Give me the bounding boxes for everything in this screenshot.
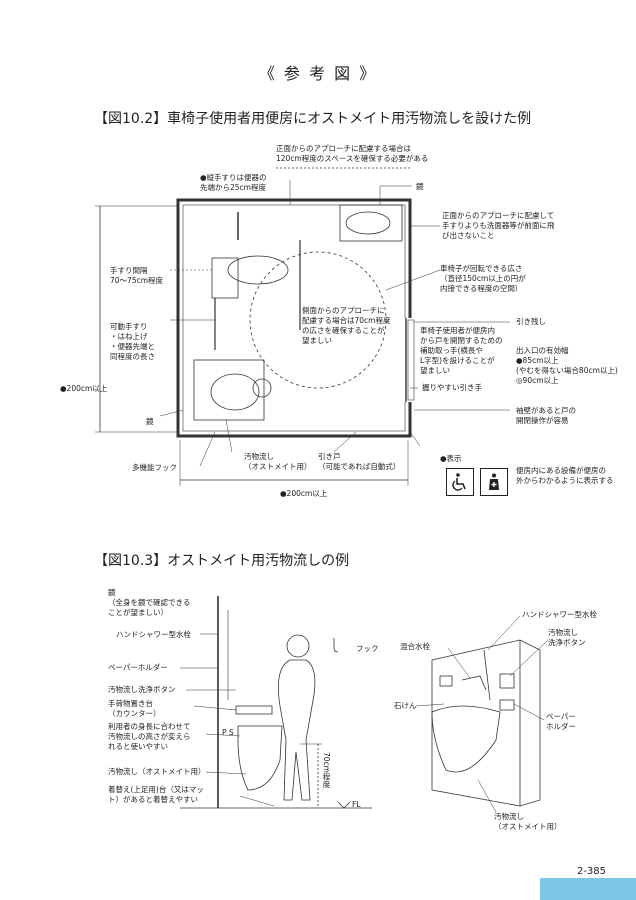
ostomate-icon [489, 473, 499, 490]
label-soap: 石けん [394, 701, 417, 710]
corner-color-bar [540, 878, 636, 900]
label-mirror-bottom: 鏡 [146, 417, 154, 426]
label-floor-level: FL [352, 800, 361, 809]
label-turn-space: 車椅子が回転できる広さ （直径150cm以上の円が 内接できる程度の空間） [440, 264, 526, 293]
label-dimension-bottom: ●200cm以上 [280, 489, 328, 498]
wheelchair-icon [452, 473, 466, 491]
elevation-drawing [180, 596, 372, 809]
ostomate-sink-elevation [237, 725, 283, 791]
floor-plan-drawing [95, 167, 510, 486]
label-mirror-top: 鏡 [416, 182, 424, 191]
label-front-rail: 正面からのアプローチに配慮して 手すりよりも洗面器等が前面に飛 び出さないこと [442, 211, 555, 240]
label-movable-rail: 可動手すり ・はね上げ ・便器先端と 同程度の長さ [110, 322, 155, 361]
label-hand-shower-right: ハンドシャワー型水栓 [522, 610, 597, 619]
wash-basin [339, 204, 403, 242]
label-sleeve-wall: 袖壁があると戸の 開閉操作が容易 [516, 406, 576, 425]
label-mixing-faucet: 混合水栓 [400, 642, 430, 651]
toilet-bowl [227, 255, 289, 285]
label-ostomate-sink-left: 汚物流し（オストメイト用） [108, 767, 206, 776]
label-luggage-shelf: 手荷物置き台 （カウンター） [108, 699, 161, 718]
label-flush-button-right: 汚物流し 洗浄ボタン [548, 628, 586, 647]
hook-elevation [333, 638, 339, 653]
ostomate-sign-icon [480, 468, 508, 496]
label-pipe-space: P S [222, 728, 234, 737]
label-height-adjust: 利用者の身長に合わせて 汚物流しの高さが変えら れると使いやすい [108, 722, 191, 751]
label-multi-hook: 多機能フック [132, 463, 177, 472]
label-changing-board: 着替え(上足用)台（又はマッ ト）があると着替えやすい [108, 785, 204, 804]
label-sliding-door: 引き戸 （可能であれば自動式） [318, 452, 401, 471]
label-ostomate-sink: 汚物流し （オストメイト用） [244, 452, 312, 471]
label-grip-handle: 握りやすい引き手 [422, 383, 482, 392]
figure-10-3-title: 【図10.3】オストメイト用汚物流しの例 [94, 553, 350, 569]
perspective-drawing [415, 615, 549, 813]
label-front-approach: 正面からのアプローチに配慮する場合は 120cm程度のスペースを確保する必要があ… [276, 144, 429, 163]
label-flush-button-left: 汚物流し洗浄ボタン [108, 685, 176, 694]
ostomate-sink-plan [210, 373, 260, 411]
turning-circle [249, 251, 387, 389]
label-pull-margin: 引き残し [516, 317, 546, 326]
label-ostomate-sink-right: 汚物流し （オストメイト用） [494, 812, 562, 831]
label-hand-shower-left: ハンドシャワー型水栓 [116, 630, 191, 639]
page-number: 2-385 [576, 866, 606, 877]
wheelchair-sign-icon [446, 468, 474, 496]
label-dimension-left: ●200cm以上 [60, 384, 108, 393]
label-height-70cm: 70cm程度 [322, 752, 331, 788]
person-body [277, 659, 316, 801]
label-vertical-rail: ●縦手すりは便器の 先端から25cm程度 [200, 173, 267, 192]
label-side-approach: 側面からのアプローチに 配慮する場合は70cm程度 の広さを確保することが 望ま… [302, 306, 391, 345]
label-door-width: 出入口の有効幅 ●85cm以上 (やむを得ない場合80cm以上) ◎90cm以上 [516, 346, 618, 385]
figure-10-2-title: 【図10.2】車椅子使用者用便房にオストメイト用汚物流しを設けた例 [94, 111, 532, 127]
label-paper-holder-left: ペーパーホルダー [108, 663, 168, 672]
label-sign-note: 便房内にある設備が便房の 外からわかるように表示する [516, 466, 614, 485]
ostomate-bowl-perspective [431, 705, 501, 773]
label-sign: ●表示 [440, 454, 462, 463]
page-header-title: 《 参 考 図 》 [258, 64, 378, 83]
person-head [286, 634, 310, 658]
label-hook: フック [356, 644, 379, 653]
label-full-mirror: 鏡 （全身を鏡で確認できる ことが望ましい） [108, 588, 191, 617]
label-rail-spacing: 手すり間隔 70～75cm程度 [110, 266, 164, 285]
label-door-assist-handle: 車椅子使用者が便房内 から戸を開閉するための 補助取っ手(横長や L字型)を設け… [420, 326, 503, 375]
label-paper-holder-right: ペーパー ホルダー [546, 712, 576, 731]
